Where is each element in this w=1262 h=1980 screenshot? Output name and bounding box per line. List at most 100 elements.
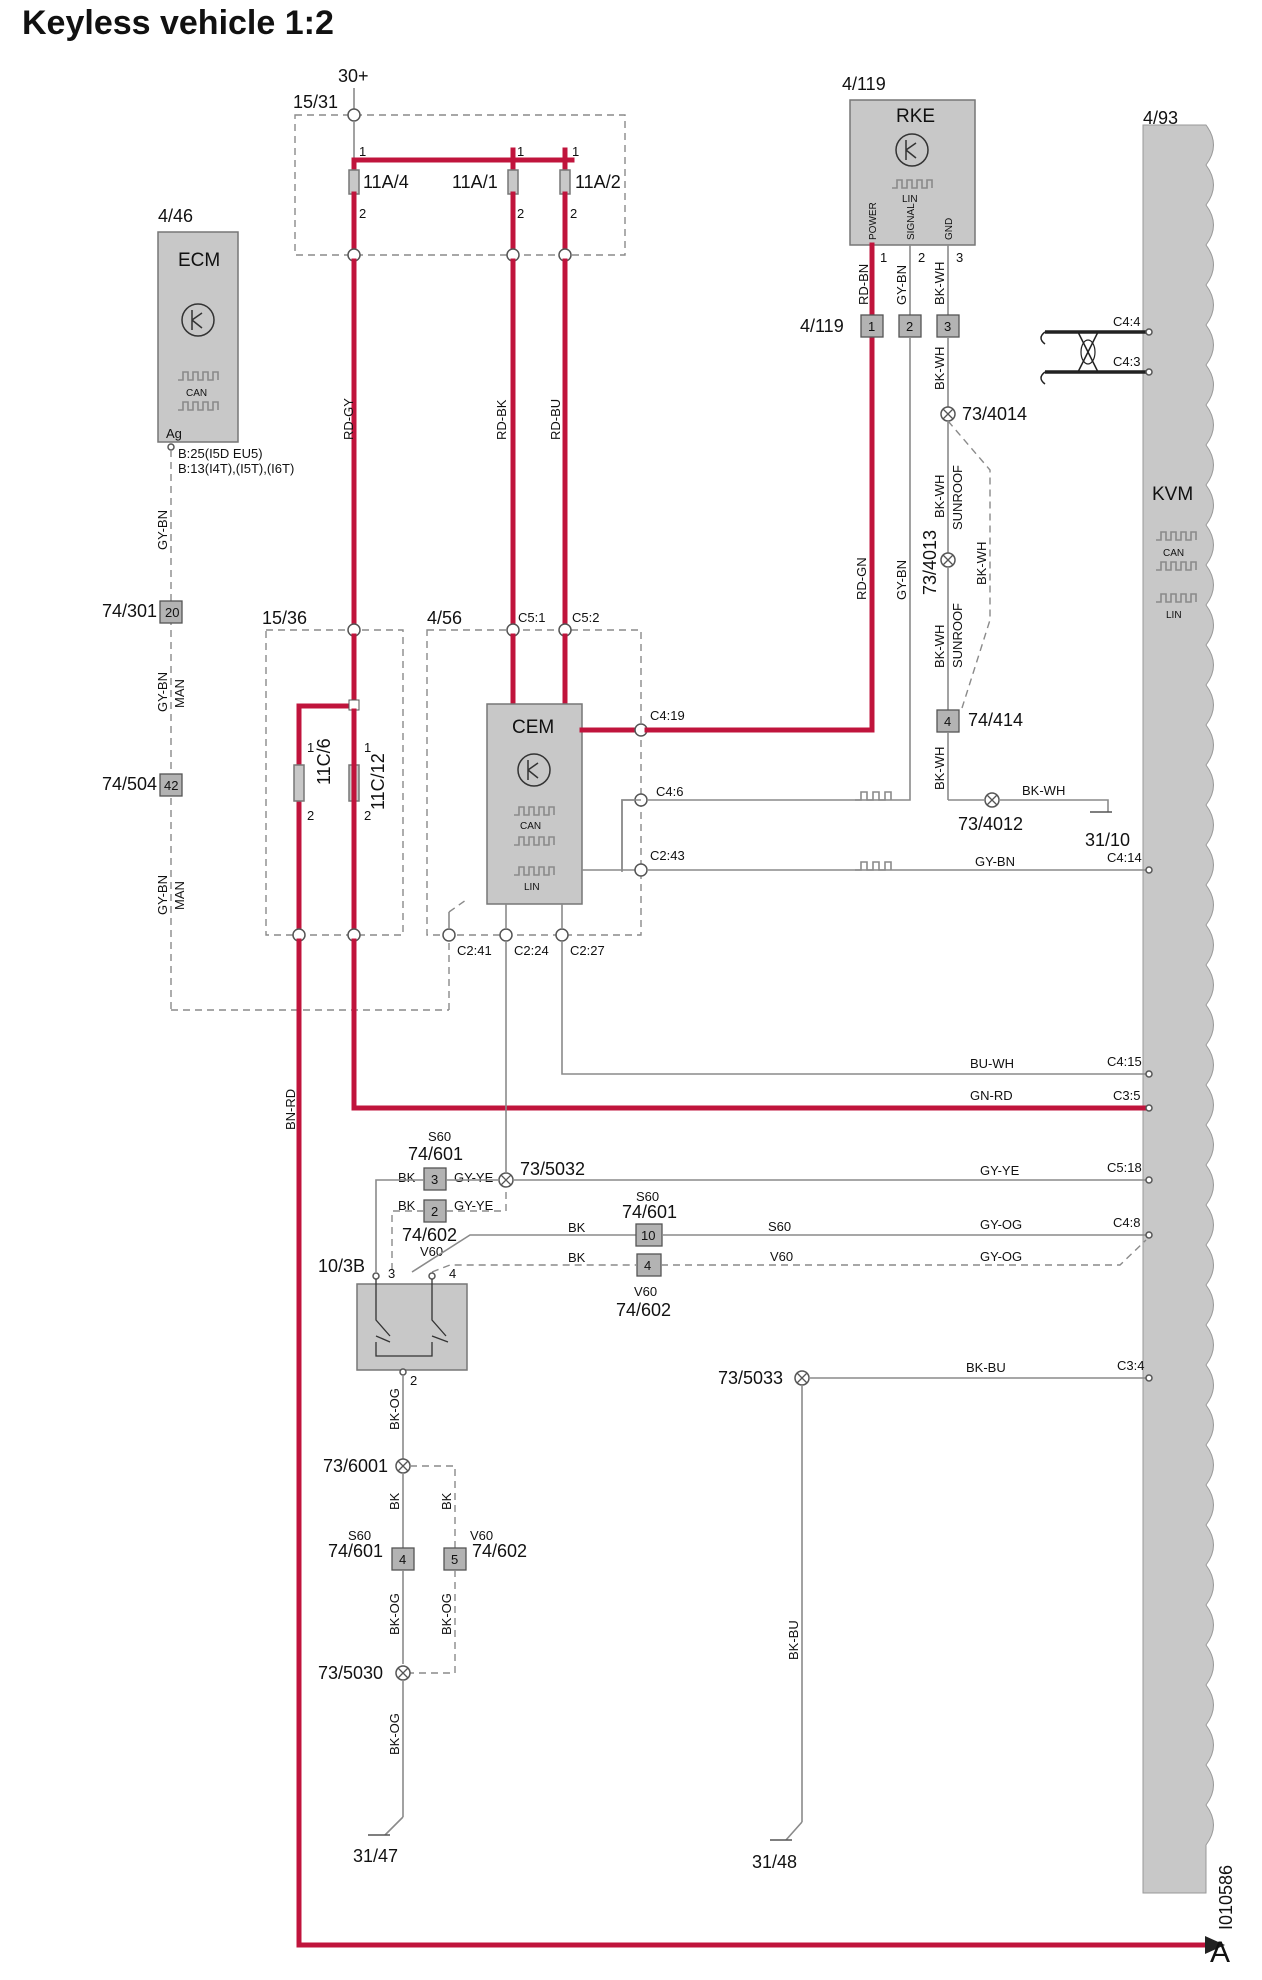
- svg-text:BN-RD: BN-RD: [283, 1089, 298, 1130]
- svg-text:BK-BU: BK-BU: [786, 1620, 801, 1660]
- kvm-module: [1142, 124, 1214, 1894]
- fuse-11a1: [507, 169, 519, 195]
- splice-73-6001-icon: [395, 1458, 411, 1474]
- svg-text:V60: V60: [470, 1528, 493, 1543]
- svg-text:1: 1: [517, 144, 524, 159]
- svg-text:74/601: 74/601: [408, 1144, 463, 1164]
- svg-text:73/4014: 73/4014: [962, 404, 1027, 424]
- svg-text:31/48: 31/48: [752, 1852, 797, 1872]
- svg-text:SIGNAL: SIGNAL: [906, 203, 917, 240]
- svg-text:2: 2: [906, 319, 913, 334]
- svg-text:C3:5: C3:5: [1113, 1088, 1140, 1103]
- ecm-can-label: CAN: [186, 388, 207, 399]
- svg-text:4: 4: [449, 1266, 456, 1281]
- svg-text:1: 1: [868, 319, 875, 334]
- svg-text:RD-BU: RD-BU: [548, 399, 563, 440]
- fuse-box-outline: [294, 114, 626, 256]
- ecm-note-2: B:13(I4T),(I5T),(I6T): [178, 461, 294, 476]
- svg-text:1: 1: [880, 250, 887, 265]
- wire-rd-gn: [644, 335, 875, 733]
- svg-text:GY-BN: GY-BN: [975, 854, 1015, 869]
- fuse-11c6: [293, 764, 305, 802]
- wire-gn-rd: [351, 938, 1149, 1111]
- svg-text:GY-BN: GY-BN: [155, 672, 170, 712]
- splice-73-5030-icon: [395, 1665, 411, 1681]
- svg-text:V60: V60: [634, 1284, 657, 1299]
- arrow-a-label: A: [1210, 1936, 1230, 1969]
- svg-text:S60: S60: [768, 1219, 791, 1234]
- svg-text:74/602: 74/602: [472, 1541, 527, 1561]
- fuse-box2-outline: [265, 629, 404, 936]
- kvm-id: 4/93: [1143, 108, 1178, 128]
- wire-jumper-11c6: [296, 703, 357, 938]
- svg-text:RD-GN: RD-GN: [854, 557, 869, 600]
- svg-text:2: 2: [410, 1373, 417, 1388]
- svg-text:11C/12: 11C/12: [368, 753, 388, 810]
- arrow-a-icon: [1205, 1936, 1225, 1954]
- fuse-box-id: 15/31: [293, 92, 338, 112]
- svg-text:4: 4: [644, 1258, 651, 1273]
- svg-text:C5:1: C5:1: [518, 610, 545, 625]
- svg-text:4: 4: [399, 1552, 406, 1567]
- fuse-box2-id: 15/36: [262, 608, 307, 628]
- svg-text:74/301: 74/301: [102, 601, 157, 621]
- fuse-11a1-label: 11A/1: [452, 172, 498, 192]
- svg-text:BK: BK: [568, 1220, 586, 1235]
- svg-text:3: 3: [388, 1266, 395, 1281]
- svg-text:BK: BK: [439, 1492, 454, 1510]
- rke-module: [849, 99, 976, 246]
- supply-node: [347, 108, 361, 122]
- svg-text:BK: BK: [568, 1250, 586, 1265]
- wire-gy-og-v60: [661, 1239, 1147, 1266]
- ecm-name: ECM: [178, 250, 220, 271]
- svg-text:GY-OG: GY-OG: [980, 1249, 1022, 1264]
- svg-text:C4:14: C4:14: [1107, 850, 1142, 865]
- svg-text:2: 2: [918, 250, 925, 265]
- svg-text:1: 1: [307, 740, 314, 755]
- svg-text:GY-BN: GY-BN: [894, 265, 909, 305]
- figure-id: I010586: [1216, 1865, 1236, 1930]
- svg-text:2: 2: [517, 206, 524, 221]
- wire-gy-bn-rke: [647, 338, 911, 801]
- svg-text:GY-BN: GY-BN: [155, 875, 170, 915]
- svg-text:GND: GND: [944, 218, 955, 240]
- svg-text:GY-YE: GY-YE: [980, 1163, 1020, 1178]
- svg-text:C2:27: C2:27: [570, 943, 605, 958]
- cem-name: CEM: [512, 717, 554, 738]
- svg-text:C4:3: C4:3: [1113, 354, 1140, 369]
- svg-text:S60: S60: [428, 1129, 451, 1144]
- svg-text:5: 5: [451, 1552, 458, 1567]
- svg-text:SUNROOF: SUNROOF: [950, 603, 965, 668]
- svg-text:BK-WH: BK-WH: [1022, 783, 1065, 798]
- cem-id: 4/56: [427, 608, 462, 628]
- fuse-11a4: [348, 169, 360, 195]
- svg-text:RD-GY: RD-GY: [341, 398, 356, 440]
- svg-text:RD-BN: RD-BN: [856, 264, 871, 305]
- connector-74-601-pin3: [423, 1167, 447, 1191]
- svg-text:31/47: 31/47: [353, 1846, 398, 1866]
- svg-text:42: 42: [164, 778, 178, 793]
- connector-74-504: [159, 773, 183, 797]
- cem-transistor-icon: [517, 753, 551, 787]
- splice-73-5033-icon: [794, 1370, 810, 1386]
- svg-text:3: 3: [944, 319, 951, 334]
- rke-lin-label: LIN: [902, 194, 918, 205]
- svg-text:GY-BN: GY-BN: [894, 560, 909, 600]
- svg-text:2: 2: [364, 808, 371, 823]
- ecm-pin: Ag: [166, 426, 182, 441]
- svg-text:C2:24: C2:24: [514, 943, 549, 958]
- svg-text:1: 1: [359, 144, 366, 159]
- svg-text:2: 2: [359, 206, 366, 221]
- kvm-can-symbol: [1156, 531, 1197, 571]
- ecm-can-icon: [178, 371, 219, 381]
- svg-text:73/5030: 73/5030: [318, 1663, 383, 1683]
- svg-text:BK-BU: BK-BU: [966, 1360, 1006, 1375]
- svg-text:C4:6: C4:6: [656, 784, 683, 799]
- rke-connector-id: 4/119: [800, 316, 844, 336]
- svg-text:BK: BK: [398, 1170, 416, 1185]
- svg-text:MAN: MAN: [172, 881, 187, 910]
- svg-text:C4:4: C4:4: [1113, 314, 1140, 329]
- svg-text:SUNROOF: SUNROOF: [950, 465, 965, 530]
- svg-text:73/6001: 73/6001: [323, 1456, 388, 1476]
